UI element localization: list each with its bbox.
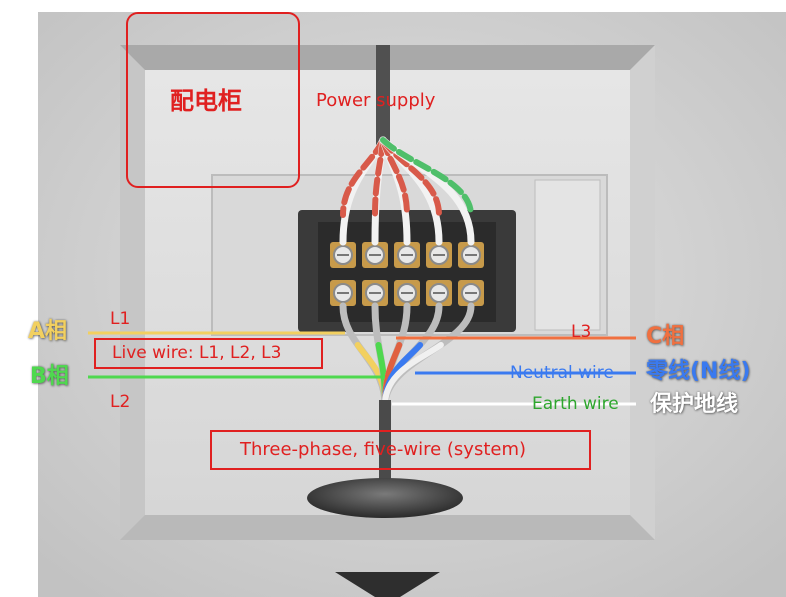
system-label-box [210,430,591,470]
lower-cone [335,572,440,597]
outgoing-wires [339,302,475,409]
supply-wires [339,136,475,246]
earth-wire-label: Earth wire [532,394,619,414]
l1-label: L1 [110,309,131,329]
system-label: Three-phase, five-wire (system) [240,439,527,460]
neutral-wire-label: Neutral wire [510,363,614,383]
cabinet-label-box [126,12,300,188]
power-supply-label: Power supply [316,90,436,111]
live-wire-box [94,338,323,369]
earth-cn-label: 保护地线 [650,392,739,417]
cabinet-label: 配电柜 [170,87,242,115]
l2-label: L2 [110,392,131,412]
live-wire-label: Live wire: L1, L2, L3 [112,343,282,363]
terminal-screws [330,242,484,306]
neutral-cn-label: 零线(N线) [646,359,751,384]
phase-b-label: B相 [30,364,69,389]
phase-c-label: C相 [646,324,685,349]
plate-bracket [534,179,601,331]
supply-cable [376,45,390,145]
annotation-lines [88,331,636,406]
supply-wire-sleeve [380,137,474,218]
l3-label: L3 [571,322,592,342]
cable-base-plate [307,478,463,518]
niche-right-bevel [630,45,655,540]
outgoing-wire-colored [382,342,444,408]
phase-a-label: A相 [28,319,68,344]
